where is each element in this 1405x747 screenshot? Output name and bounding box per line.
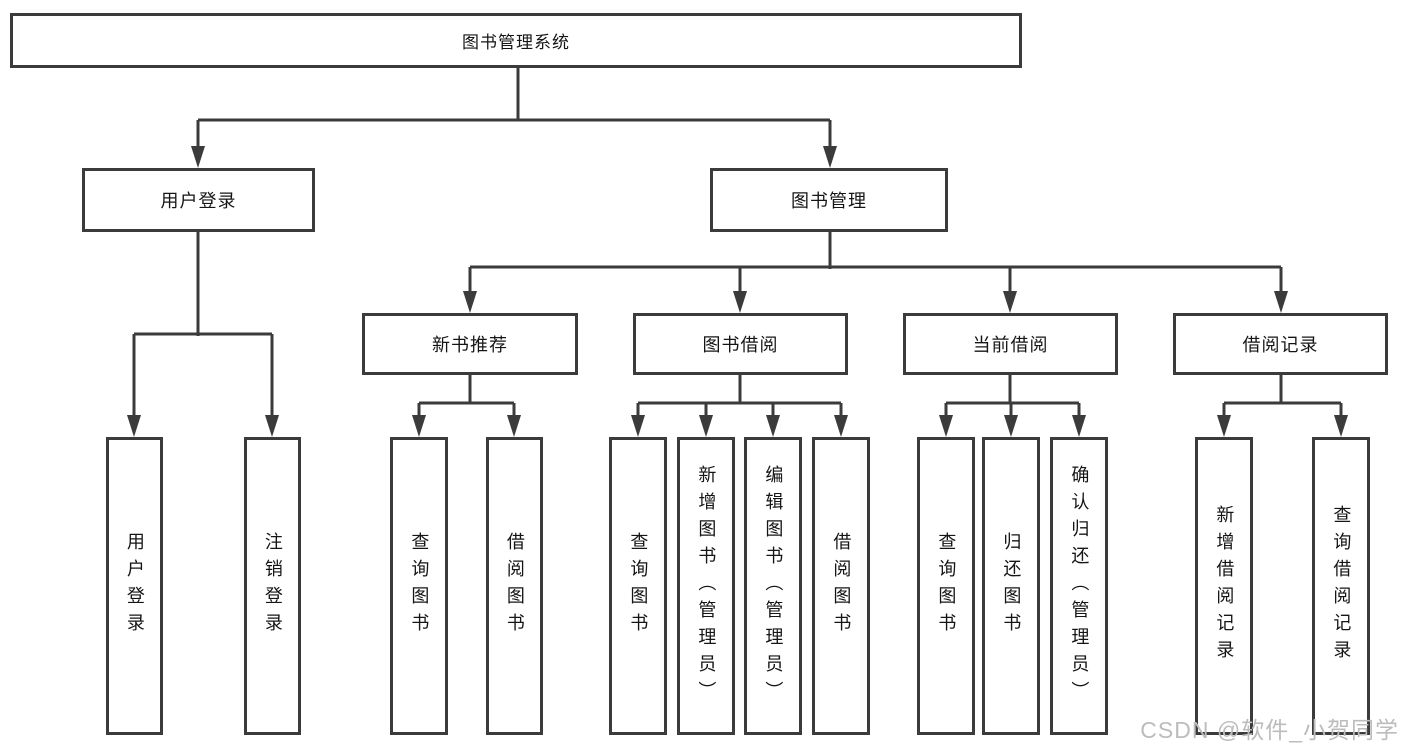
node-user-login: 用户登录 [82,168,315,232]
node-label: 借阅记录 [1242,335,1319,355]
leaf-label: 注销登录 [262,532,283,640]
arrow-down-icon [1003,291,1017,313]
node-label: 图书借阅 [702,335,779,355]
arrow-down-icon [412,415,426,437]
arrow-down-icon [1004,415,1018,437]
leaf-confirm-return-admin: 确认归还（管理员） [1050,437,1108,735]
connector-line [132,68,1343,417]
leaf-label: 归还图书 [1001,532,1022,640]
leaf-query-books: 查询图书 [609,437,667,735]
node-book-borrowing: 图书借阅 [633,313,848,375]
node-label: 图书管理系统 [462,33,570,52]
leaf-label: 用户登录 [124,532,145,640]
leaf-logout: 注销登录 [244,437,301,735]
arrow-down-icon [507,415,521,437]
csdn-watermark: CSDN @软件_小贺同学 [1140,717,1399,743]
leaf-query-borrow-record: 查询借阅记录 [1312,437,1370,735]
arrow-down-icon [463,291,477,313]
node-library-management-system: 图书管理系统 [10,13,1022,68]
node-new-book-recommend: 新书推荐 [362,313,578,375]
arrow-down-icon [766,415,780,437]
arrow-down-icon [1072,415,1086,437]
leaf-label: 查询图书 [409,532,430,640]
node-label: 图书管理 [791,191,867,211]
arrow-down-icon [699,415,713,437]
arrow-down-icon [823,146,837,168]
leaf-edit-books-admin: 编辑图书（管理员） [744,437,802,735]
leaf-query-books: 查询图书 [917,437,975,735]
leaf-label: 新增图书（管理员） [696,464,717,708]
leaf-label: 确认归还（管理员） [1069,464,1090,708]
arrow-down-icon [191,146,205,168]
leaf-add-borrow-record: 新增借阅记录 [1195,437,1253,735]
leaf-add-books-admin: 新增图书（管理员） [677,437,735,735]
arrow-down-icon [834,415,848,437]
arrowheads [127,146,1348,437]
arrow-down-icon [1217,415,1231,437]
node-current-borrowing: 当前借阅 [903,313,1118,375]
arrow-down-icon [127,415,141,437]
leaf-return-books: 归还图书 [982,437,1040,735]
leaf-user-login: 用户登录 [106,437,163,735]
node-book-management: 图书管理 [710,168,948,232]
leaf-label: 查询借阅记录 [1331,505,1352,667]
arrow-down-icon [1274,291,1288,313]
arrow-down-icon [939,415,953,437]
leaf-label: 借阅图书 [831,532,852,640]
leaf-borrow-books: 借阅图书 [486,437,543,735]
node-label: 新书推荐 [432,335,508,355]
arrow-down-icon [1334,415,1348,437]
leaf-label: 新增借阅记录 [1214,505,1235,667]
node-borrowing-records: 借阅记录 [1173,313,1388,375]
leaf-label: 借阅图书 [504,532,525,640]
node-label: 用户登录 [160,191,237,211]
leaf-label: 编辑图书（管理员） [763,464,784,708]
leaf-query-books: 查询图书 [390,437,448,735]
arrow-down-icon [733,291,747,313]
leaf-borrow-books: 借阅图书 [812,437,870,735]
node-label: 当前借阅 [972,335,1049,355]
arrow-down-icon [631,415,645,437]
leaf-label: 查询图书 [628,532,649,640]
arrow-down-icon [265,415,279,437]
leaf-label: 查询图书 [936,532,957,640]
